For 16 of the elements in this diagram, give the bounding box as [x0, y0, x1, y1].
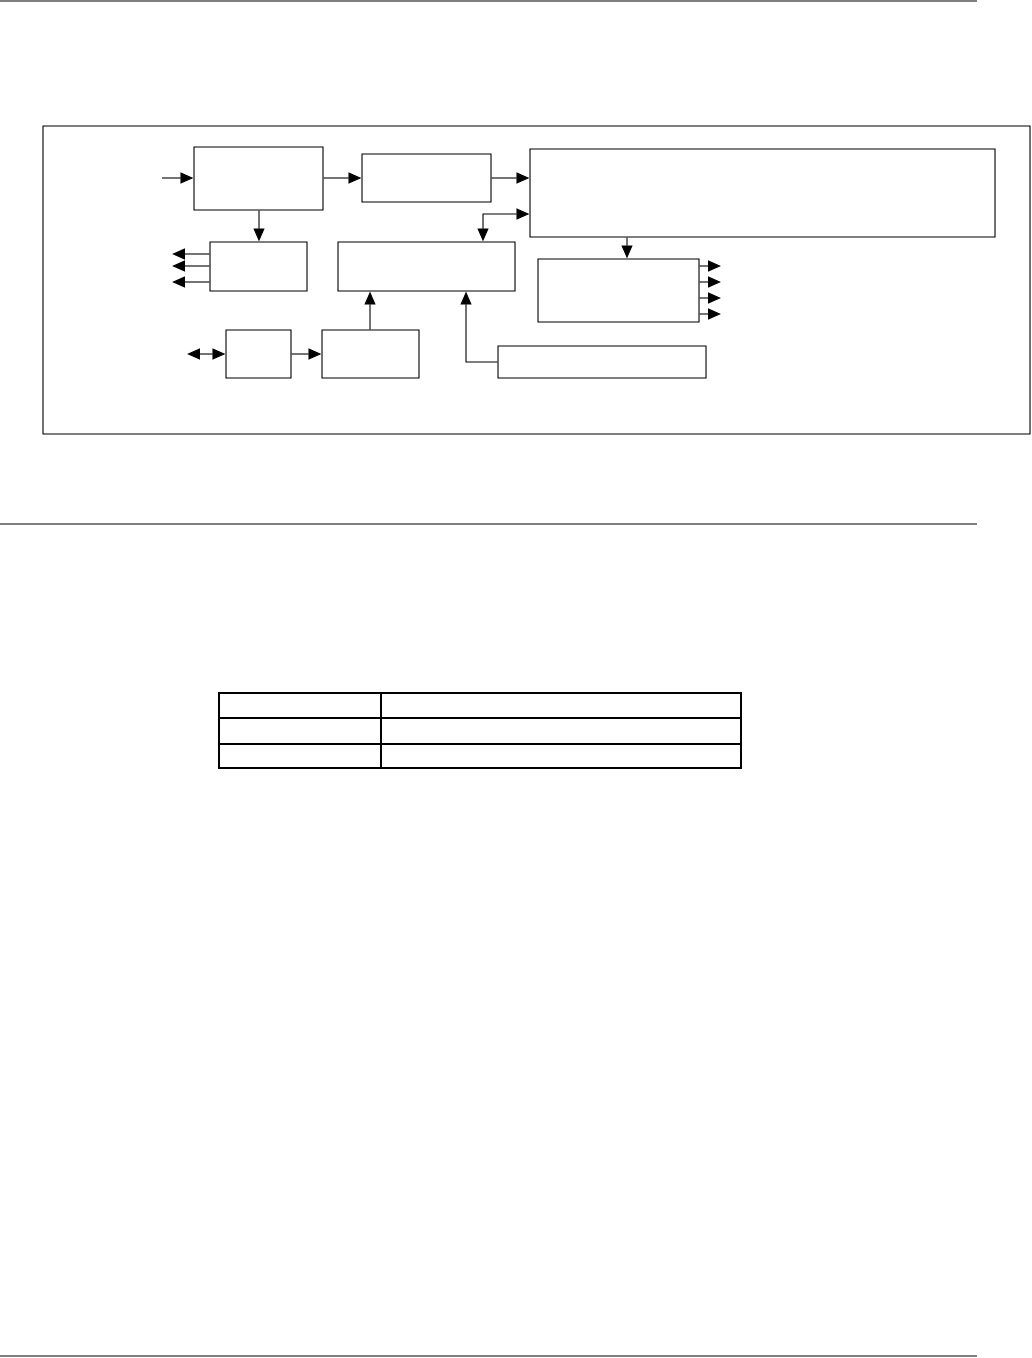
block-box — [193, 146, 324, 211]
arrow — [699, 260, 721, 272]
arrow — [699, 308, 721, 320]
block-box — [529, 148, 996, 238]
arrow — [699, 276, 721, 288]
block-box — [321, 329, 420, 379]
arrow — [172, 276, 210, 288]
block-box — [361, 153, 492, 203]
arrow — [172, 260, 210, 272]
block-box — [497, 345, 707, 379]
arrow — [172, 248, 210, 260]
block-box — [225, 329, 292, 379]
block-box — [337, 241, 516, 292]
block-box — [209, 241, 308, 292]
arrow — [699, 292, 721, 304]
block-box — [537, 258, 700, 323]
